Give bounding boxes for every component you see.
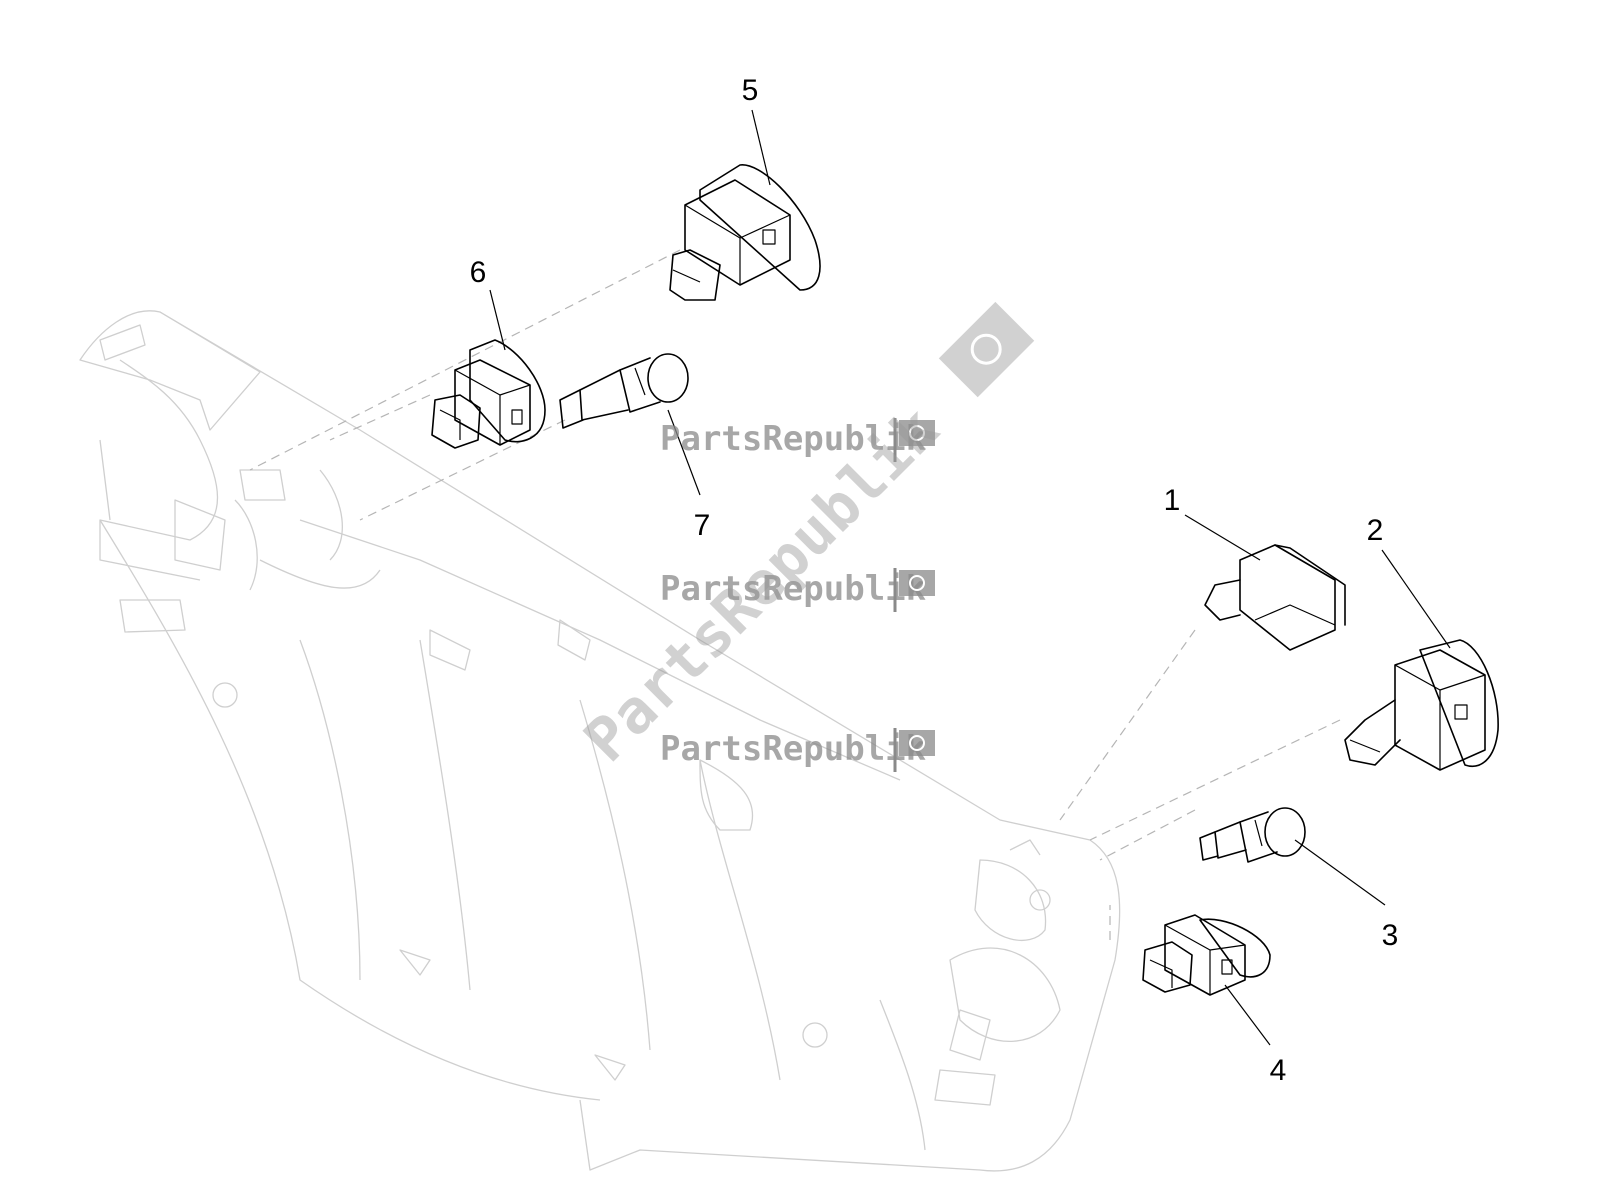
- gear-flag-icon: [938, 301, 1035, 398]
- part-2-switch: [1344, 639, 1499, 771]
- part-3-button: [1199, 807, 1306, 863]
- assembly-guide-lines: [249, 249, 1341, 940]
- callout-1: 1: [1164, 484, 1181, 517]
- callout-5: 5: [742, 74, 759, 107]
- watermark-row-2: PartsRepublik: [660, 568, 935, 612]
- callout-6: 6: [470, 256, 487, 289]
- watermark-row-1: PartsRepublik: [660, 418, 935, 462]
- part-4-switch: [1142, 914, 1271, 996]
- part-1-switch: [1204, 544, 1346, 651]
- watermark-text: PartsRepublik: [660, 419, 926, 459]
- gear-flag-icon: [893, 568, 935, 612]
- gear-flag-icon: [893, 728, 935, 772]
- watermark-text: PartsRepublik: [660, 729, 926, 769]
- watermark-text: PartsRepublik: [660, 569, 926, 609]
- watermark-row-3: PartsRepublik: [660, 728, 935, 772]
- callout-3: 3: [1382, 919, 1399, 952]
- gear-flag-icon: [893, 418, 935, 462]
- leader-lines: [489, 109, 1451, 1046]
- callout-2: 2: [1367, 514, 1384, 547]
- part-5-switch: [669, 164, 821, 301]
- handlebar-cover-body: [79, 310, 1121, 1172]
- part-6-switch: [431, 339, 546, 449]
- callout-4: 4: [1270, 1054, 1287, 1087]
- callout-labels: 1 2 3 4 5 6 7: [470, 74, 1399, 1087]
- callout-7: 7: [694, 509, 711, 542]
- part-7-button: [559, 353, 689, 429]
